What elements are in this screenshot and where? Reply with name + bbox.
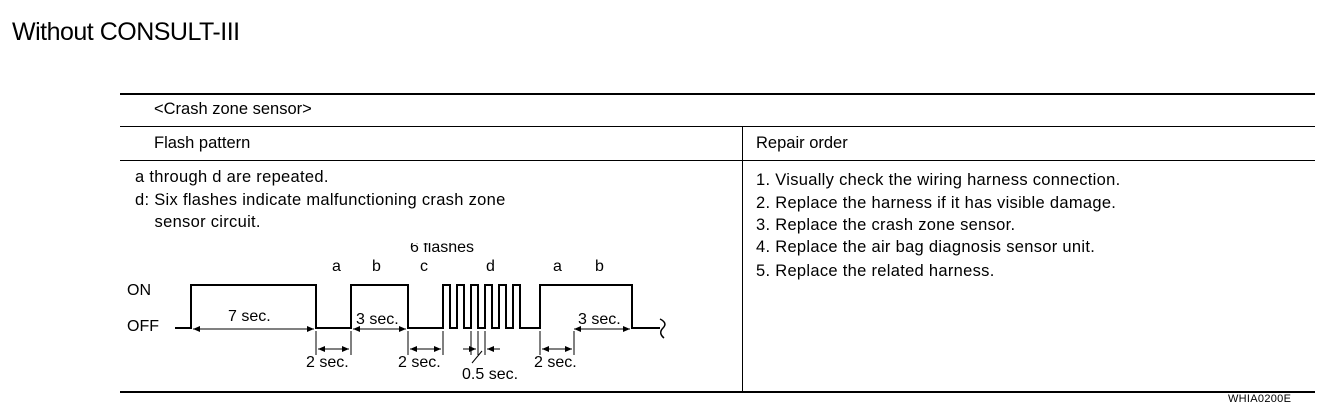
- table-title: <Crash zone sensor>: [154, 100, 312, 118]
- table-rule: [120, 126, 1315, 127]
- flash-pattern-header: Flash pattern: [154, 134, 251, 152]
- table-bottom-rule: [120, 391, 1315, 393]
- repair-step: 2. Replace the harness if it has visible…: [756, 194, 1117, 212]
- duration-2s-label: 2 sec.: [534, 354, 577, 371]
- flash-pattern-text: a through d are repeated. d: Six flashes…: [135, 168, 506, 231]
- segment-label-d: d: [486, 258, 495, 275]
- repair-step: 5. Replace the related harness.: [756, 262, 995, 280]
- segment-label-c: c: [420, 258, 428, 275]
- repair-step: 1. Visually check the wiring harness con…: [756, 171, 1121, 189]
- dimension-ticks: [315, 331, 575, 355]
- segment-label-a: a: [553, 258, 562, 275]
- half-second-leader: [471, 350, 483, 364]
- duration-2s-label: 2 sec.: [398, 354, 441, 371]
- off-label: OFF: [127, 318, 159, 335]
- flash-signal-waveform: [175, 284, 660, 329]
- segment-label-a: a: [332, 258, 341, 275]
- repair-step: 3. Replace the crash zone sensor.: [756, 216, 1016, 234]
- crash-zone-sensor-table: <Crash zone sensor> Flash pattern Repair…: [120, 93, 1315, 393]
- segment-label-b: b: [372, 258, 381, 275]
- column-divider: [742, 126, 743, 392]
- continuation-mark: [659, 318, 666, 339]
- flash-pattern-diagram: 6 flashes a b c d a b ON OFF 7 sec. 3 se…: [127, 243, 666, 383]
- repair-order-header: Repair order: [756, 134, 848, 152]
- segment-label-b: b: [595, 258, 604, 275]
- duration-3s-label: 3 sec.: [578, 311, 621, 328]
- duration-half-second-label: 0.5 sec.: [462, 366, 518, 383]
- on-label: ON: [127, 282, 151, 299]
- header-rule: [120, 160, 1315, 161]
- six-flashes-label: 6 flashes: [410, 243, 474, 256]
- duration-2s-label: 2 sec.: [306, 354, 349, 371]
- duration-3s-label: 3 sec.: [356, 311, 399, 328]
- table-top-rule: [120, 93, 1315, 95]
- page-heading: Without CONSULT-III: [12, 18, 240, 46]
- repair-step: 4. Replace the air bag diagnosis sensor …: [756, 238, 1096, 256]
- duration-7s-label: 7 sec.: [228, 308, 271, 325]
- figure-code: WHIA0200E: [1228, 393, 1292, 405]
